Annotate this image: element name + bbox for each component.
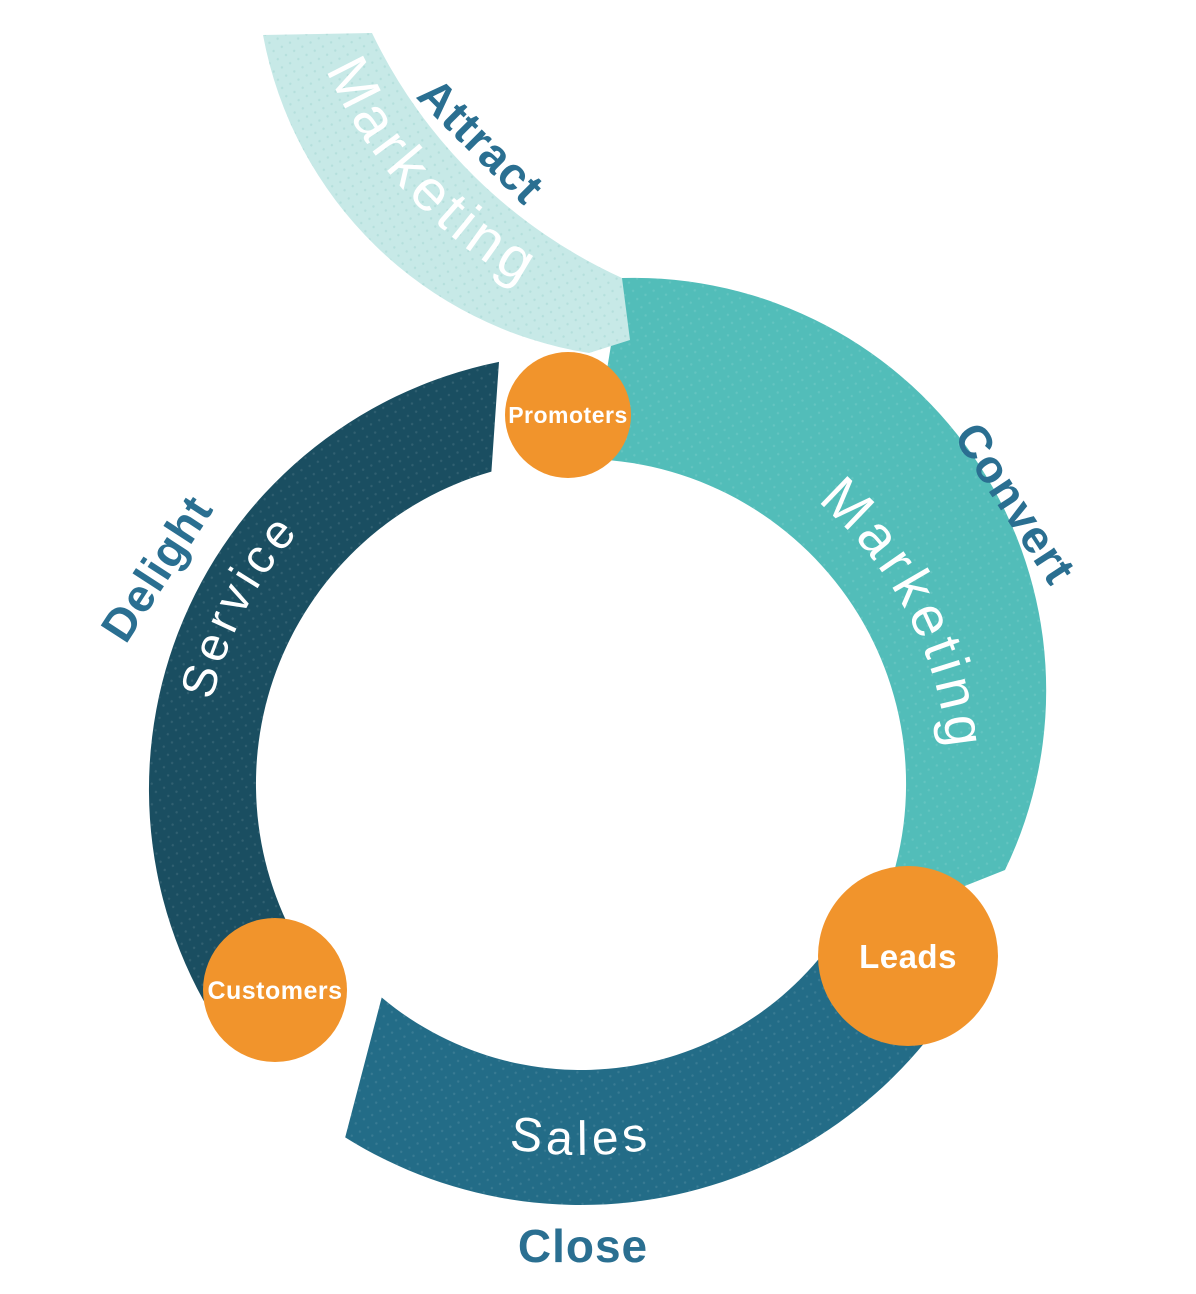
band-label-sales: Sales xyxy=(507,1107,655,1166)
band-convert-texture xyxy=(592,277,1047,922)
node-customers-label: Customers xyxy=(207,977,342,1005)
node-leads-label: Leads xyxy=(859,938,957,975)
node-leads-circle xyxy=(818,866,998,1046)
node-customers-circle xyxy=(203,918,347,1062)
stage-label-close: Close xyxy=(518,1220,648,1272)
node-promoters-circle xyxy=(505,352,631,478)
node-promoters-label: Promoters xyxy=(508,402,628,428)
